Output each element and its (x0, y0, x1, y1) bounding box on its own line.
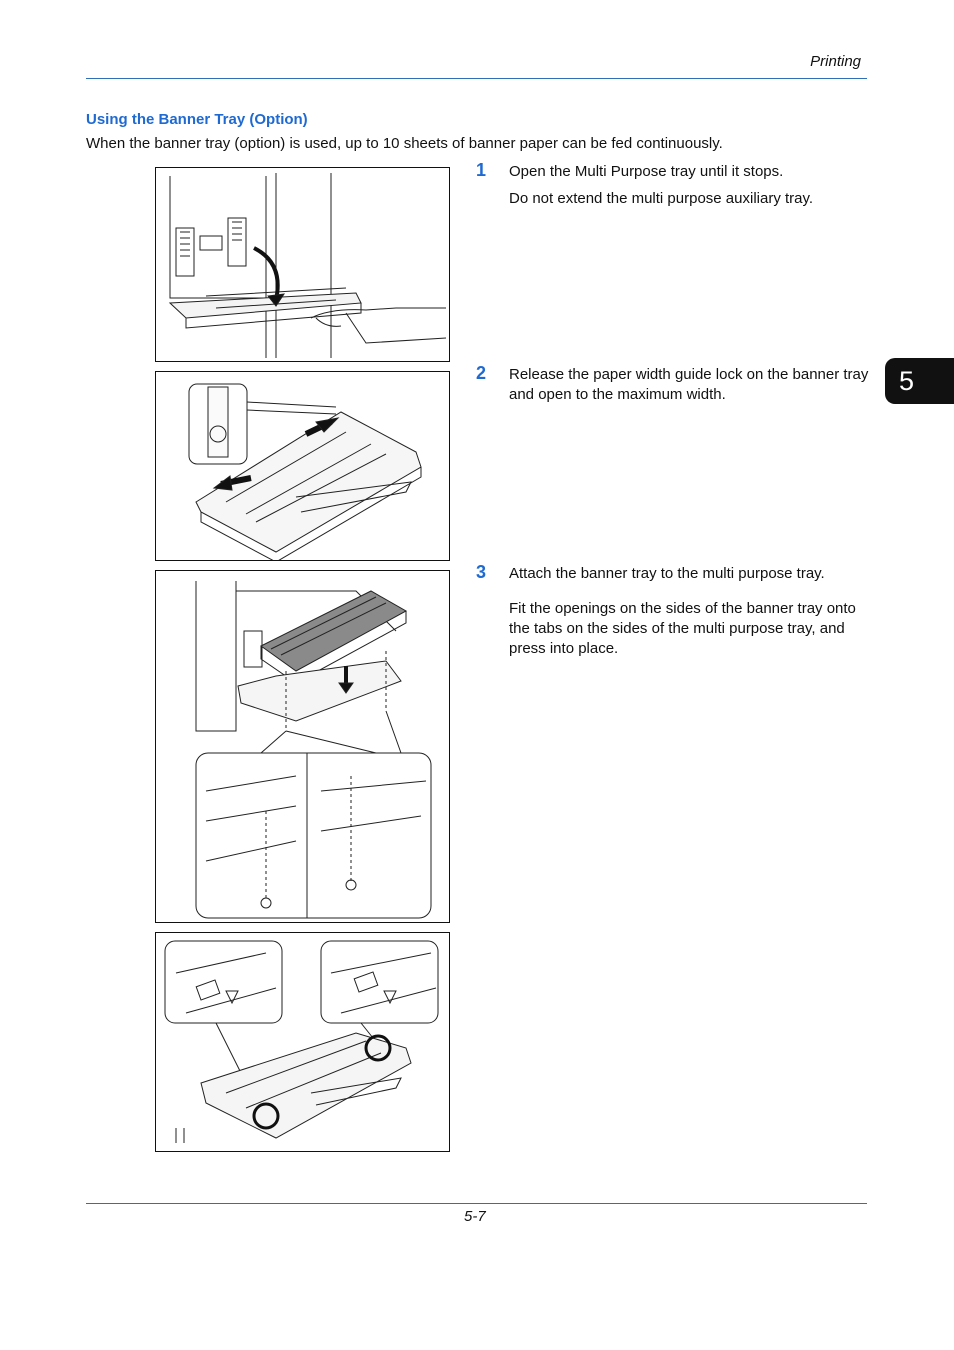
page-number: 5-7 (464, 1208, 486, 1225)
illustration-attached-detail (164, 940, 439, 1143)
header-section-label: Printing (810, 53, 861, 70)
section-title: Using the Banner Tray (Option) (86, 111, 308, 128)
figure-open-mp-tray (155, 167, 450, 362)
illustration-width-guide (188, 383, 422, 560)
illustration-attach-banner-tray (195, 581, 432, 919)
step-1-note: Do not extend the multi purpose auxiliar… (509, 190, 814, 207)
figure-width-guide (155, 371, 450, 561)
step-3-note: Fit the openings on the sides of the ban… (509, 600, 856, 657)
footer-rule (86, 1203, 867, 1204)
step-3-number: 3 (476, 562, 487, 582)
figure-attached-detail (155, 932, 450, 1152)
figure-attach-banner-tray (155, 570, 450, 923)
step-3-text: Attach the banner tray to the multi purp… (509, 565, 825, 582)
chapter-tab: 5 (885, 358, 954, 404)
section-intro: When the banner tray (option) is used, u… (86, 135, 723, 152)
step-2-text: Release the paper width guide lock on th… (509, 366, 869, 403)
header-rule (86, 78, 867, 79)
step-1-number: 1 (476, 160, 487, 180)
step-1-text: Open the Multi Purpose tray until it sto… (509, 163, 784, 180)
step-2-number: 2 (476, 363, 487, 383)
illustration-open-mp-tray (168, 173, 447, 358)
